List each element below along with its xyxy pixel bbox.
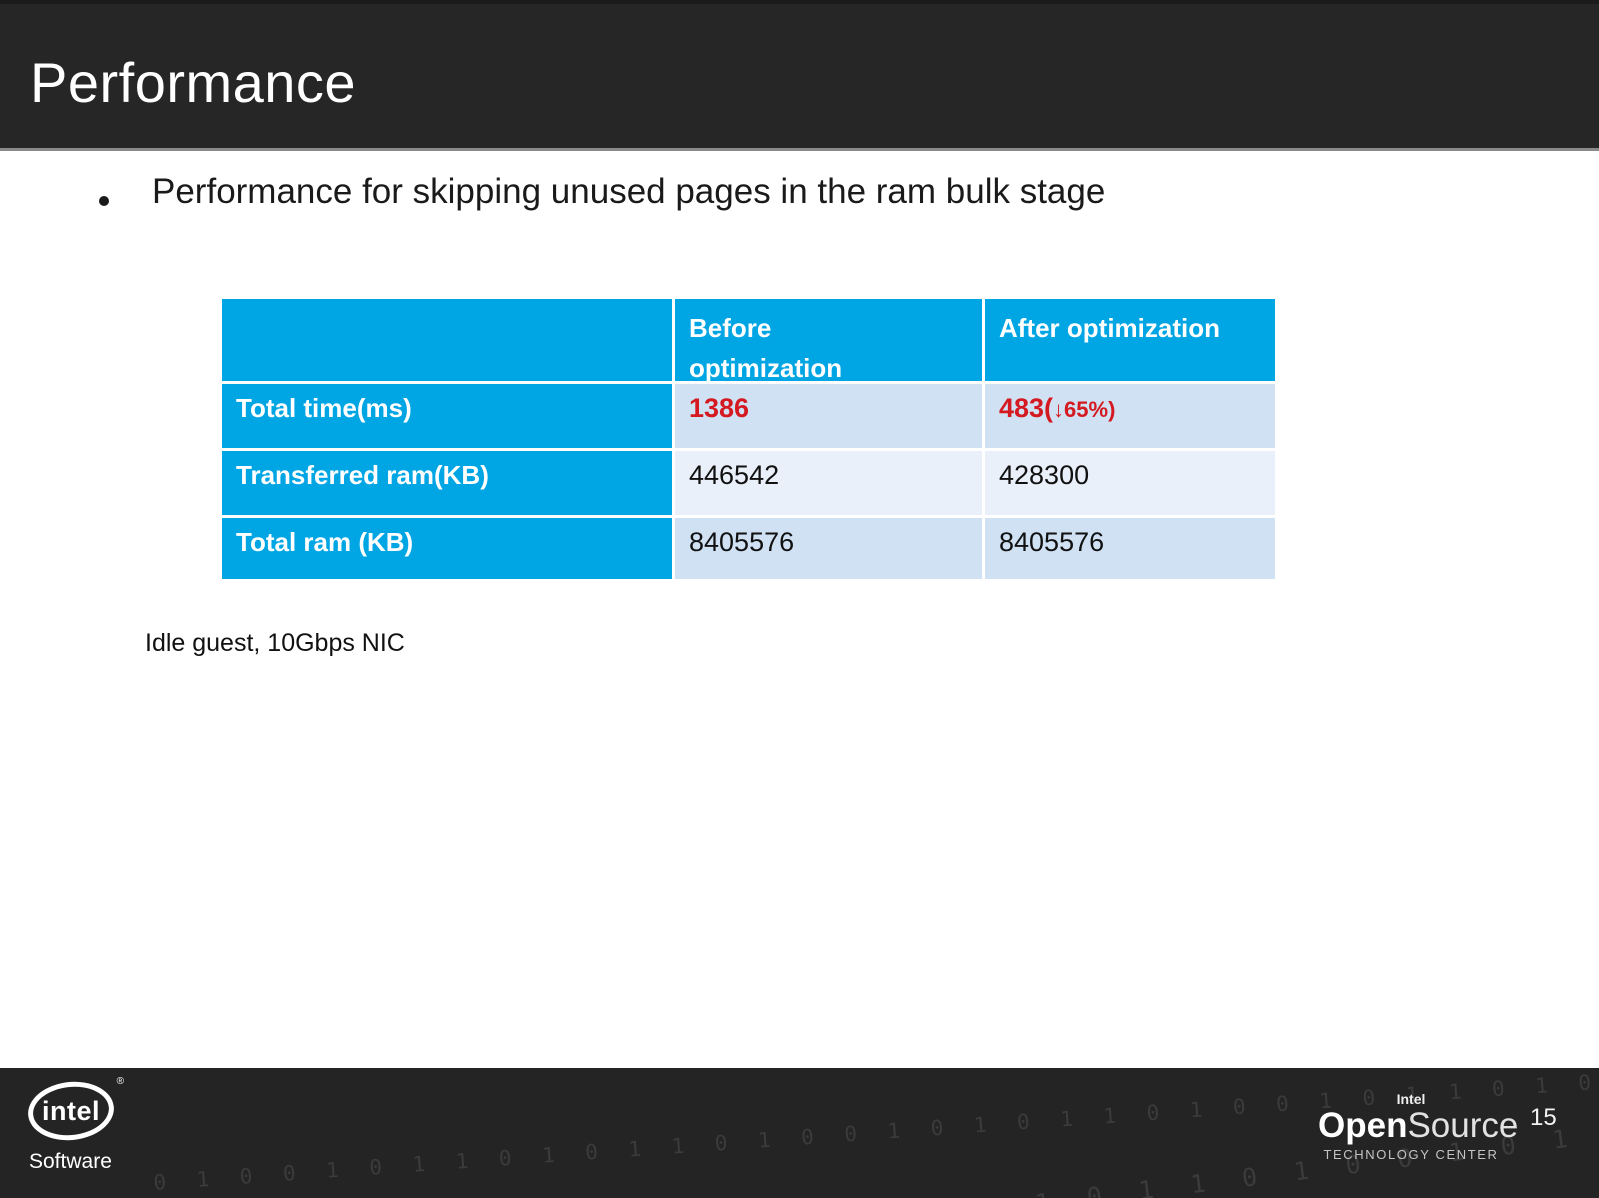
opensource-intel-label: Intel (1396, 1091, 1426, 1107)
table-header-empty (222, 299, 672, 381)
row-label-total-time: Total time(ms) (222, 384, 672, 448)
cell-transferred-ram-after: 428300 (985, 451, 1275, 515)
cell-total-ram-after: 8405576 (985, 518, 1275, 579)
table-caption: Idle guest, 10Gbps NIC (145, 629, 405, 657)
table-header-after: After optimization (985, 299, 1275, 381)
opensource-technology-center-logo: Intel OpenSource TECHNOLOGY CENTER (1318, 1091, 1518, 1162)
cell-total-time-before: 1386 (675, 384, 982, 448)
bullet-text: Performance for skipping unused pages in… (152, 172, 1106, 211)
total-time-before-value: 1386 (689, 393, 750, 423)
intel-logo-text: intel (42, 1096, 101, 1126)
slide-title: Performance (30, 51, 357, 114)
page-number: 15 (1530, 1104, 1557, 1131)
intel-software-label: Software (29, 1150, 112, 1173)
performance-table: Before optimization After optimization T… (222, 299, 1275, 579)
footer-bar: 0 1 0 0 1 0 1 1 0 1 0 1 1 0 1 0 0 1 0 1 … (0, 1068, 1599, 1198)
cell-transferred-ram-before: 446542 (675, 451, 982, 515)
intel-logo: intel ® (25, 1076, 124, 1145)
opensource-wordmark: OpenSource (1318, 1106, 1518, 1146)
bullet-icon (99, 196, 109, 206)
total-time-after-percent: ↓65%) (1053, 397, 1116, 422)
title-bar: Performance (0, 0, 1599, 151)
opensource-subtitle: TECHNOLOGY CENTER (1323, 1146, 1499, 1162)
cell-total-ram-before: 8405576 (675, 518, 982, 579)
row-label-total-ram: Total ram (KB) (222, 518, 672, 579)
total-time-after-value: 483( (999, 393, 1054, 423)
cell-total-time-after: 483(↓65%) (985, 384, 1275, 448)
opensource-source-text: Source (1407, 1106, 1519, 1146)
registered-mark-icon: ® (116, 1076, 124, 1087)
row-label-transferred-ram: Transferred ram(KB) (222, 451, 672, 515)
table-header-before: Before optimization (675, 299, 982, 381)
opensource-open-text: Open (1318, 1106, 1408, 1146)
